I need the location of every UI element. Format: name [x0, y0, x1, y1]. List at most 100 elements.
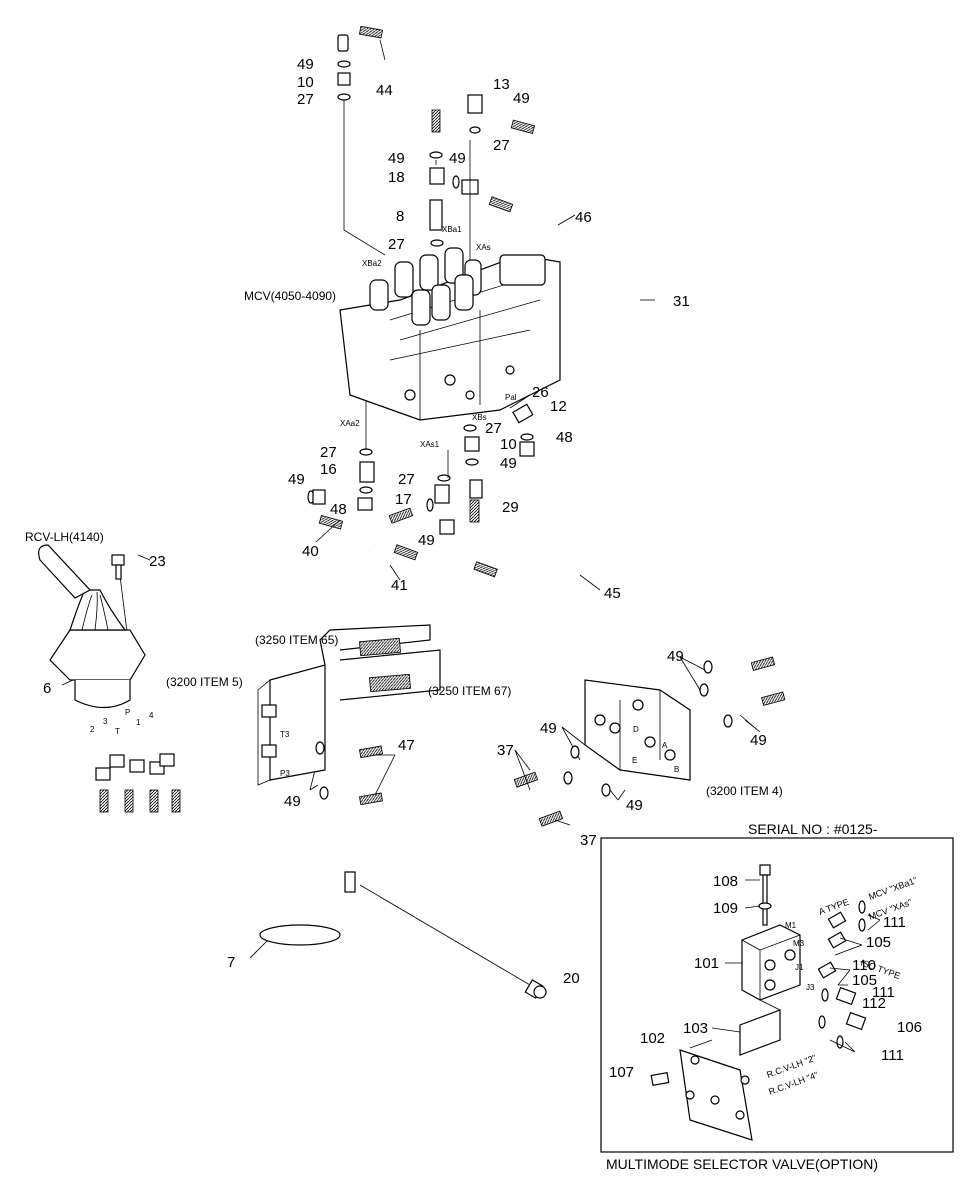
callout: 27: [493, 137, 510, 154]
callout: 27: [388, 236, 405, 253]
ref-3200-4: (3200 ITEM 4): [706, 784, 783, 798]
ref-3250-65: (3250 ITEM 65): [255, 633, 338, 647]
port-b: B: [674, 765, 679, 774]
callout: 103: [683, 1020, 708, 1037]
callout: 101: [694, 955, 719, 972]
port-d: D: [633, 725, 639, 734]
rcv-port-2: 2: [90, 725, 95, 734]
rcv-label: RCV-LH(4140): [25, 530, 104, 544]
rcv-port-1: 1: [136, 718, 141, 727]
callout: 49: [449, 150, 466, 167]
callout: 109: [713, 900, 738, 917]
callout: 49: [388, 150, 405, 167]
block-3200-item4: D E A B: [584, 679, 691, 781]
callout: 29: [502, 499, 519, 516]
port-xas1: XAs1: [420, 440, 440, 449]
diagram-labels: MCV(4050-4090) RCV-LH(4140) (3250 ITEM 6…: [25, 289, 783, 798]
callout: 8: [396, 208, 404, 225]
mcv-port-labels: XBa2 XBa1 XAs XAa2 XAs1 XBs Pal: [340, 225, 517, 449]
port-xaa2: XAa2: [340, 419, 360, 428]
callout: 49: [750, 732, 767, 749]
callout: 107: [609, 1064, 634, 1081]
callout: 27: [320, 444, 337, 461]
block-3200-item5: T3 P3: [257, 624, 441, 786]
port-xba1: XBa1: [442, 225, 462, 234]
callout: 108: [713, 873, 738, 890]
mcv-label: MCV(4050-4090): [244, 289, 336, 303]
mcv-xba1-label: MCV "XBa1": [867, 875, 918, 902]
port-j3: J3: [806, 983, 815, 992]
callouts: 49 10 27 44 13 49 27 49 49 18 8 27 46 31…: [43, 56, 767, 987]
mcv-fittings: [307, 34, 535, 535]
rcv-fittings: 2 3 T P 1 4: [90, 708, 175, 781]
port-m3: M3: [793, 939, 805, 948]
callout: 10: [297, 74, 314, 91]
hose-group: [107, 29, 863, 1098]
callout: 44: [376, 82, 393, 99]
callout: 45: [604, 585, 621, 602]
callout: 49: [288, 471, 305, 488]
callout: 27: [398, 471, 415, 488]
callout: 102: [640, 1030, 665, 1047]
ref-3200-5: (3200 ITEM 5): [166, 675, 243, 689]
mcv-valve: [339, 247, 561, 421]
port-xbs: XBs: [472, 413, 487, 422]
leader-lines: [61, 39, 761, 986]
callout: 49: [284, 793, 301, 810]
callout: 46: [575, 209, 592, 226]
callout: 106: [897, 1019, 922, 1036]
callout: 20: [563, 970, 580, 987]
callout: 26: [532, 384, 549, 401]
callout: 27: [297, 91, 314, 108]
hose-sleeves: [99, 25, 786, 827]
callout: 6: [43, 680, 51, 697]
callout: 31: [673, 293, 690, 310]
ref-3250-67: (3250 ITEM 67): [428, 684, 511, 698]
callout: 48: [330, 501, 347, 518]
rcv-joystick: [38, 544, 151, 709]
option-box: SERIAL NO : #0125- MULTIMODE SELECTOR VA…: [600, 821, 954, 1172]
callout: 49: [297, 56, 314, 73]
callout: 48: [556, 429, 573, 446]
callout: 37: [497, 742, 514, 759]
callout: 13: [493, 76, 510, 93]
callout: 105: [866, 934, 891, 951]
callout: 111: [872, 984, 895, 1001]
callout: 27: [485, 420, 502, 437]
callout: 41: [391, 577, 408, 594]
rcv-port-3: 3: [103, 717, 108, 726]
callout: 49: [500, 455, 517, 472]
callout: 49: [667, 648, 684, 665]
callout: 49: [626, 797, 643, 814]
port-t3: T3: [280, 730, 290, 739]
callout: 111: [883, 914, 906, 931]
callout: 110: [852, 957, 876, 974]
callout: 16: [320, 461, 337, 478]
option-caption: MULTIMODE SELECTOR VALVE(OPTION): [606, 1156, 878, 1172]
orings: [315, 660, 733, 800]
callout: 49: [513, 90, 530, 107]
port-j1: J1: [795, 963, 804, 972]
rcv-port-t: T: [115, 727, 120, 736]
callout: 112: [862, 995, 886, 1012]
callout: 12: [550, 398, 567, 415]
callout: 23: [149, 553, 166, 570]
callout: 40: [302, 543, 319, 560]
callout: 47: [398, 737, 415, 754]
serial-number: SERIAL NO : #0125-: [748, 821, 878, 837]
port-xba2: XBa2: [362, 259, 382, 268]
callout: 18: [388, 169, 405, 186]
callout: 49: [540, 720, 557, 737]
callout: 37: [580, 832, 597, 849]
rcv-port-4: 4: [149, 711, 154, 720]
port-p3: P3: [280, 769, 290, 778]
port-m1: M1: [785, 921, 797, 930]
port-pal: Pal: [505, 393, 517, 402]
rcv-port-p: P: [125, 708, 130, 717]
a-type-label: A TYPE: [817, 897, 850, 917]
callout: 17: [395, 491, 412, 508]
port-a: A: [662, 741, 668, 750]
port-xas: XAs: [476, 243, 491, 252]
callout: 49: [418, 532, 435, 549]
